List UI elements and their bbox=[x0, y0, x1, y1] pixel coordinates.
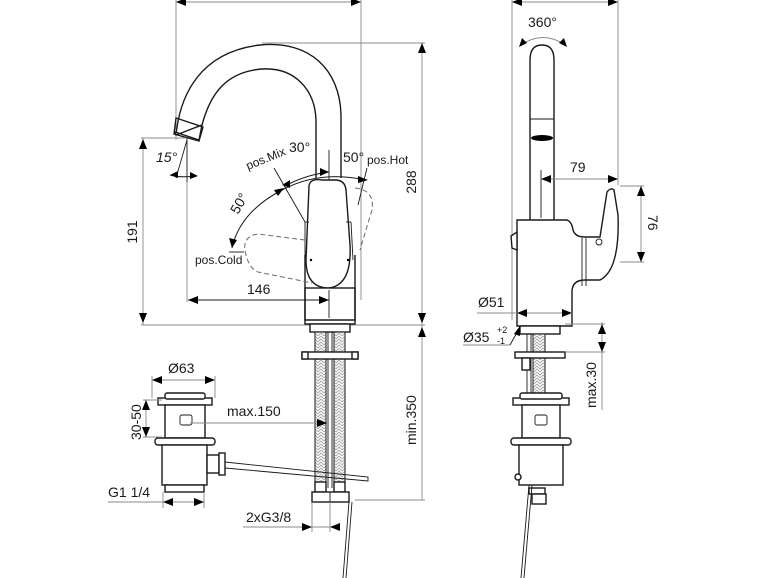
spout bbox=[173, 43, 342, 180]
reach-label: 146 bbox=[247, 281, 271, 297]
cold-position-outline bbox=[244, 233, 313, 284]
waste-rod-label: max.150 bbox=[227, 403, 281, 419]
mix-angle-label: 30° bbox=[289, 139, 310, 155]
waste-thread-label: G1 1/4 bbox=[108, 484, 150, 500]
connection-thread-dimension: 2xG3/8 bbox=[243, 502, 340, 532]
hot-position-outline bbox=[354, 187, 373, 251]
hole-tolerance-plus: +2 bbox=[497, 325, 507, 335]
hole-diameter-label: Ø35 bbox=[463, 329, 490, 345]
min-length-label: min.350 bbox=[403, 395, 419, 445]
pos-mix-label: pos.Mix bbox=[244, 144, 288, 172]
waste-height-label: 30-50 bbox=[128, 404, 144, 440]
body-diameter-label: Ø51 bbox=[478, 294, 505, 310]
top-width-dimension bbox=[175, 0, 362, 300]
lever-body bbox=[304, 178, 356, 325]
spout-tilt-label: 15° bbox=[156, 149, 178, 165]
side-view: 360° 79 76 Ø51 bbox=[463, 0, 661, 578]
lever-height-label: 76 bbox=[645, 215, 661, 231]
lever-projection-label: 79 bbox=[570, 159, 586, 175]
hot-angle-label: 50° bbox=[343, 149, 364, 165]
hole-tolerance-minus: -1 bbox=[497, 336, 505, 346]
cold-angle-label: 50° bbox=[227, 190, 251, 216]
outlet-height-label: 191 bbox=[124, 220, 140, 244]
connection-thread-label: 2xG3/8 bbox=[246, 509, 291, 525]
max-deck-label: max.30 bbox=[583, 362, 599, 408]
lever-angle-arcs: 30° pos.Mix 50° 50° pos.Hot pos.Cold bbox=[195, 139, 409, 267]
pos-cold-label: pos.Cold bbox=[195, 253, 242, 267]
pos-hot-label: pos.Hot bbox=[367, 153, 409, 167]
min-length-dimension: min.350 bbox=[355, 313, 426, 501]
total-height-label: 288 bbox=[403, 170, 419, 194]
waste-valve: Ø63 30-50 max.150 G1 1/4 bbox=[108, 360, 369, 508]
total-height-dimension: 288 bbox=[262, 42, 426, 325]
plug-diameter-label: Ø63 bbox=[168, 360, 195, 376]
outlet-height-dimension: 191 bbox=[124, 137, 185, 325]
spout-tilt-angle: 15° bbox=[156, 138, 198, 182]
reach-dimension: 146 bbox=[186, 182, 330, 318]
hoses bbox=[301, 323, 359, 578]
rotation-label: 360° bbox=[528, 14, 557, 30]
